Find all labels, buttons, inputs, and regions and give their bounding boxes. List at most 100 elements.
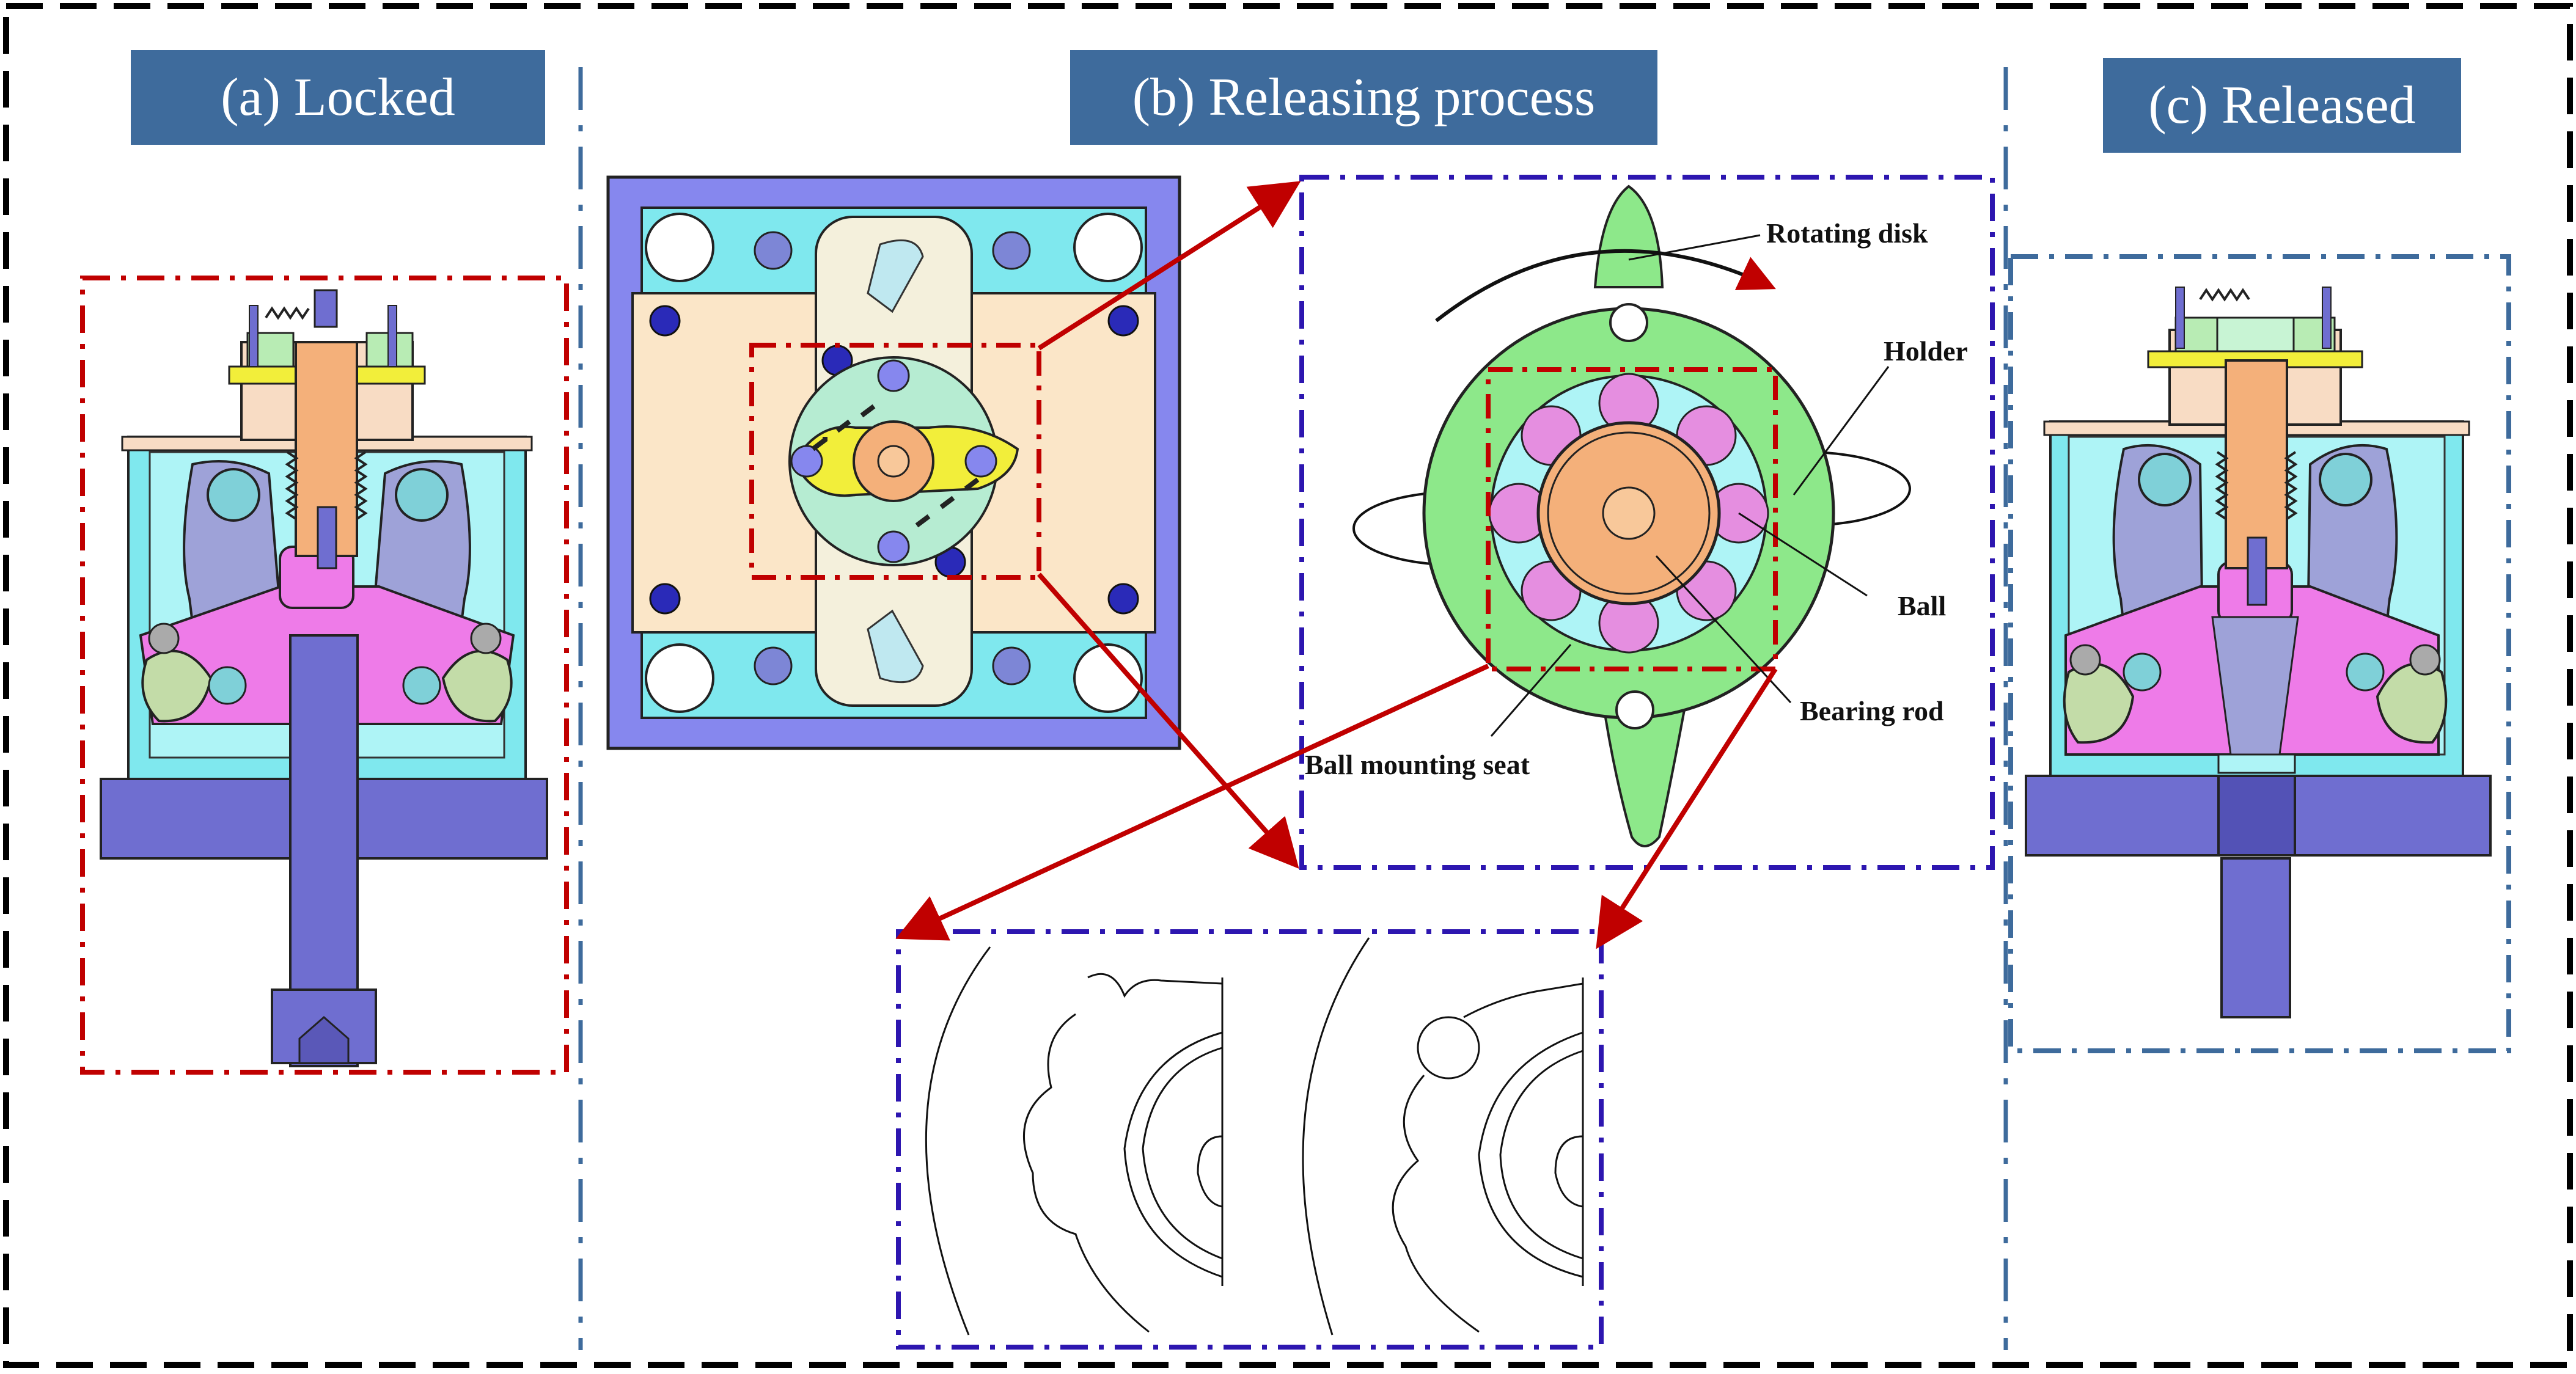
section-bearing-arc-outer-2 <box>1478 1031 1583 1278</box>
bolt-icon <box>992 646 1031 685</box>
mounting-hole-icon <box>1073 213 1143 282</box>
section-outline-left-arc <box>925 946 991 1336</box>
released-screw-icon <box>2175 287 2185 349</box>
section-bearing-arc-inner <box>1142 1047 1223 1260</box>
leader-ball <box>1738 512 1868 597</box>
mounting-hole-icon <box>645 643 714 713</box>
released-highlight-box <box>2008 254 2511 1053</box>
arrow-to-section-right <box>1596 667 1778 949</box>
panel-title-locked: (a) Locked <box>131 50 545 145</box>
released-pivot-right-icon <box>2319 453 2372 506</box>
label-bearing-rod: Bearing rod <box>1800 695 1944 726</box>
locked-top-screw-icon <box>314 289 338 328</box>
released-bore <box>2217 775 2296 857</box>
locked-pivot-right-icon <box>395 468 449 522</box>
bearing-rod-center <box>1602 486 1656 540</box>
arrow-to-detail-bottom <box>1037 572 1299 869</box>
slot-key-bottom <box>867 609 924 684</box>
panel-title-released: (c) Released <box>2103 58 2461 153</box>
locked-pin-icon <box>208 666 247 705</box>
released-shaft <box>2220 857 2291 1018</box>
released-bolt-icon <box>2409 644 2441 676</box>
transition-arrows <box>895 181 1778 949</box>
released-roller-left <box>2063 662 2135 744</box>
released-spring-icon <box>2199 288 2250 302</box>
section-rod-center <box>1197 1135 1223 1208</box>
section-outline-seat-2 <box>1463 982 1583 1018</box>
locked-roller-left <box>141 649 213 723</box>
screw-icon <box>1107 305 1139 337</box>
pin-icon <box>877 530 910 563</box>
screw-icon <box>649 305 681 337</box>
bolt-icon <box>754 646 793 685</box>
section-outline-seat <box>1087 973 1223 998</box>
top-view-spring-left <box>811 404 876 451</box>
locked-bolt-icon <box>148 623 180 654</box>
released-assembly <box>2008 254 2511 1053</box>
section-ball-icon <box>1417 1016 1480 1080</box>
locked-assembly <box>80 276 569 1075</box>
screw-icon <box>1107 583 1139 615</box>
leader-holder <box>1793 366 1890 495</box>
locked-screw-icon <box>249 305 259 367</box>
section-outline-seat-lobes <box>1022 1013 1150 1333</box>
released-roller-right <box>2376 662 2448 744</box>
rotation-arrow-icon <box>1435 249 1776 323</box>
releasing-section-view <box>896 929 1604 1350</box>
top-view-highlight-box <box>749 343 1041 580</box>
locked-roller-right <box>441 649 513 723</box>
screw-icon <box>649 583 681 615</box>
locked-coil-spring-left <box>285 451 299 521</box>
pin-icon <box>790 445 823 478</box>
label-rotating-disk: Rotating disk <box>1766 217 1928 249</box>
locked-screw-icon <box>387 305 397 367</box>
released-screw-icon <box>2322 287 2332 349</box>
released-pin-icon <box>2346 652 2385 692</box>
top-view-rod-center <box>877 445 910 478</box>
label-ball: Ball <box>1898 590 1947 621</box>
leader-ball-mounting-seat <box>1490 644 1572 737</box>
mounting-hole-icon <box>645 213 714 282</box>
released-coil-spring-left <box>2215 451 2229 521</box>
pin-icon <box>964 445 997 478</box>
releasing-top-view <box>606 175 1181 750</box>
section-bearing-arc-outer <box>1123 1031 1223 1278</box>
detail-disk-head <box>1593 185 1664 288</box>
section-rod-center-2 <box>1554 1135 1583 1208</box>
released-top-cap <box>2216 316 2295 353</box>
locked-pivot-left-icon <box>207 468 260 522</box>
top-view-spring-right <box>915 477 980 528</box>
outer-frame <box>3 3 2573 1368</box>
released-coil-spring-right <box>2284 451 2298 521</box>
section-outline-right-arc <box>1302 937 1370 1336</box>
section-highlight-box <box>896 929 1604 1350</box>
pin-icon <box>877 359 910 392</box>
locked-hex-icon <box>298 1016 350 1064</box>
released-pivot-left-icon <box>2138 453 2192 506</box>
arrow-to-section-left <box>895 663 1489 941</box>
disk-hole-icon <box>1609 303 1648 342</box>
label-ball-mounting-seat: Ball mounting seat <box>1305 749 1530 780</box>
locked-pin-icon <box>402 666 441 705</box>
bearing-rod-ring <box>1547 431 1711 595</box>
bolt-icon <box>992 231 1031 270</box>
bolt-icon <box>754 231 793 270</box>
released-bolt-icon <box>2069 644 2101 676</box>
released-pin-icon <box>2123 652 2162 692</box>
releasing-detail-view <box>1299 175 1995 870</box>
arrow-to-detail-view <box>1037 181 1301 351</box>
mounting-hole-icon <box>1073 643 1143 713</box>
label-holder: Holder <box>1884 335 1968 367</box>
locked-spring-icon <box>265 306 310 320</box>
locked-highlight-box <box>80 276 569 1075</box>
leader-rotating-disk <box>1628 234 1761 261</box>
section-outline-seat-lobes-2 <box>1392 1075 1480 1333</box>
slot-key-top <box>867 239 924 313</box>
released-spacer <box>2217 753 2296 774</box>
section-bearing-arc-inner-2 <box>1499 1050 1583 1260</box>
locked-coil-spring-right <box>354 451 368 521</box>
panel-title-releasing: (b) Releasing process <box>1070 50 1657 145</box>
released-inner-screw-icon <box>2247 536 2267 606</box>
